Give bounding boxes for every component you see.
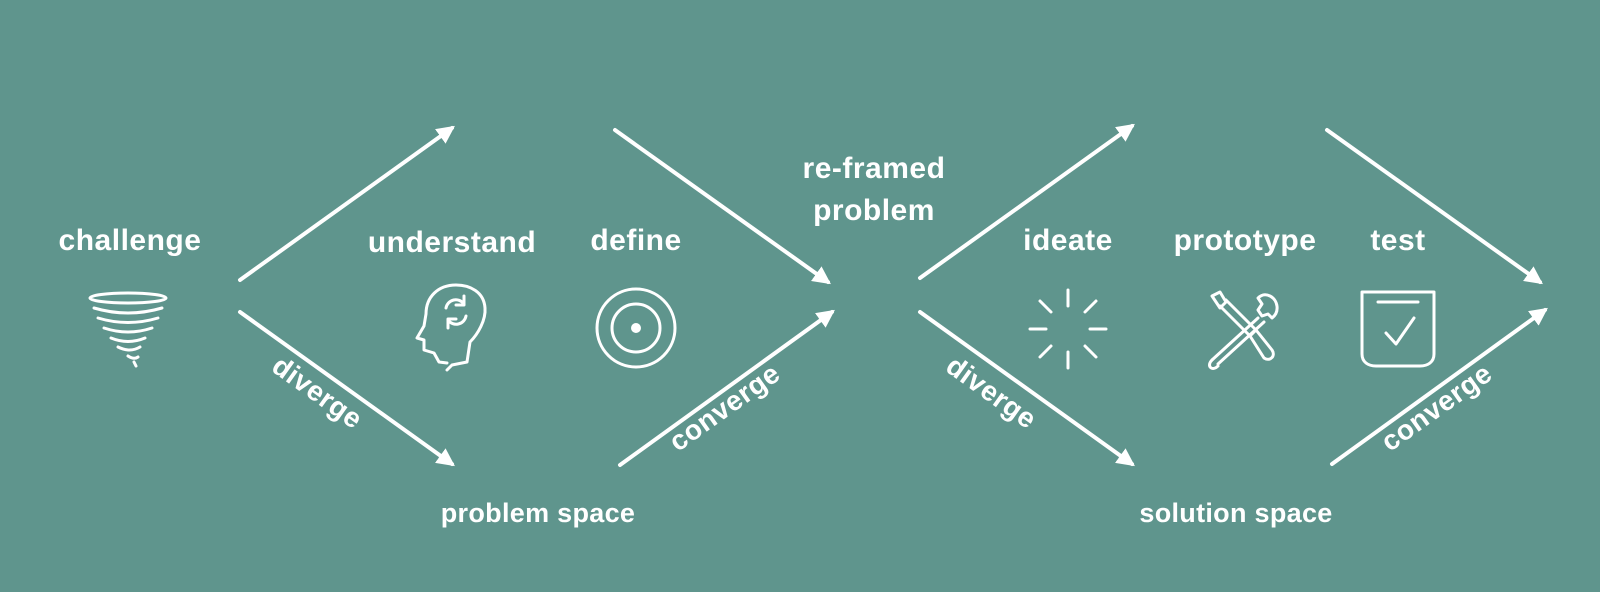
converge-down-arrow-1 [613,128,831,285]
stage-label-challenge: challenge [59,224,202,257]
arrow-label-converge-2: converge [1375,357,1498,457]
stage-label-define: define [590,224,681,257]
diverge-up-arrow-1 [238,125,455,282]
checkbox-shield-icon [1360,290,1436,368]
stage-label-prototype: prototype [1174,224,1317,257]
tools-wrench-screwdriver-icon [1208,290,1279,370]
sparkle-burst-icon [1028,288,1108,370]
stage-label-ideate: ideate [1023,224,1113,257]
converge-up-arrow-2 [1330,307,1548,466]
diverge-up-arrow-2 [918,123,1135,280]
target-icon [595,287,677,369]
stage-labels: challenge understand define re-framed pr… [59,152,1426,259]
stage-label-reframed-line1: re-framed [803,152,946,185]
stage-label-test: test [1370,224,1425,257]
arrow-label-converge-1: converge [663,357,786,457]
tornado-icon [88,291,168,368]
arrows-group [238,123,1548,467]
solution-space-label: solution space [1139,498,1332,528]
diverge-down-arrow-1 [238,310,455,467]
problem-space-label: problem space [441,498,635,528]
diverge-down-arrow-2 [918,310,1135,467]
stage-label-understand: understand [368,226,536,259]
space-labels: problem space solution space [441,498,1333,528]
converge-up-arrow-1 [618,309,835,467]
head-refresh-icon [415,283,487,372]
converge-down-arrow-2 [1325,128,1543,285]
stage-label-reframed-line2: problem [813,194,935,227]
